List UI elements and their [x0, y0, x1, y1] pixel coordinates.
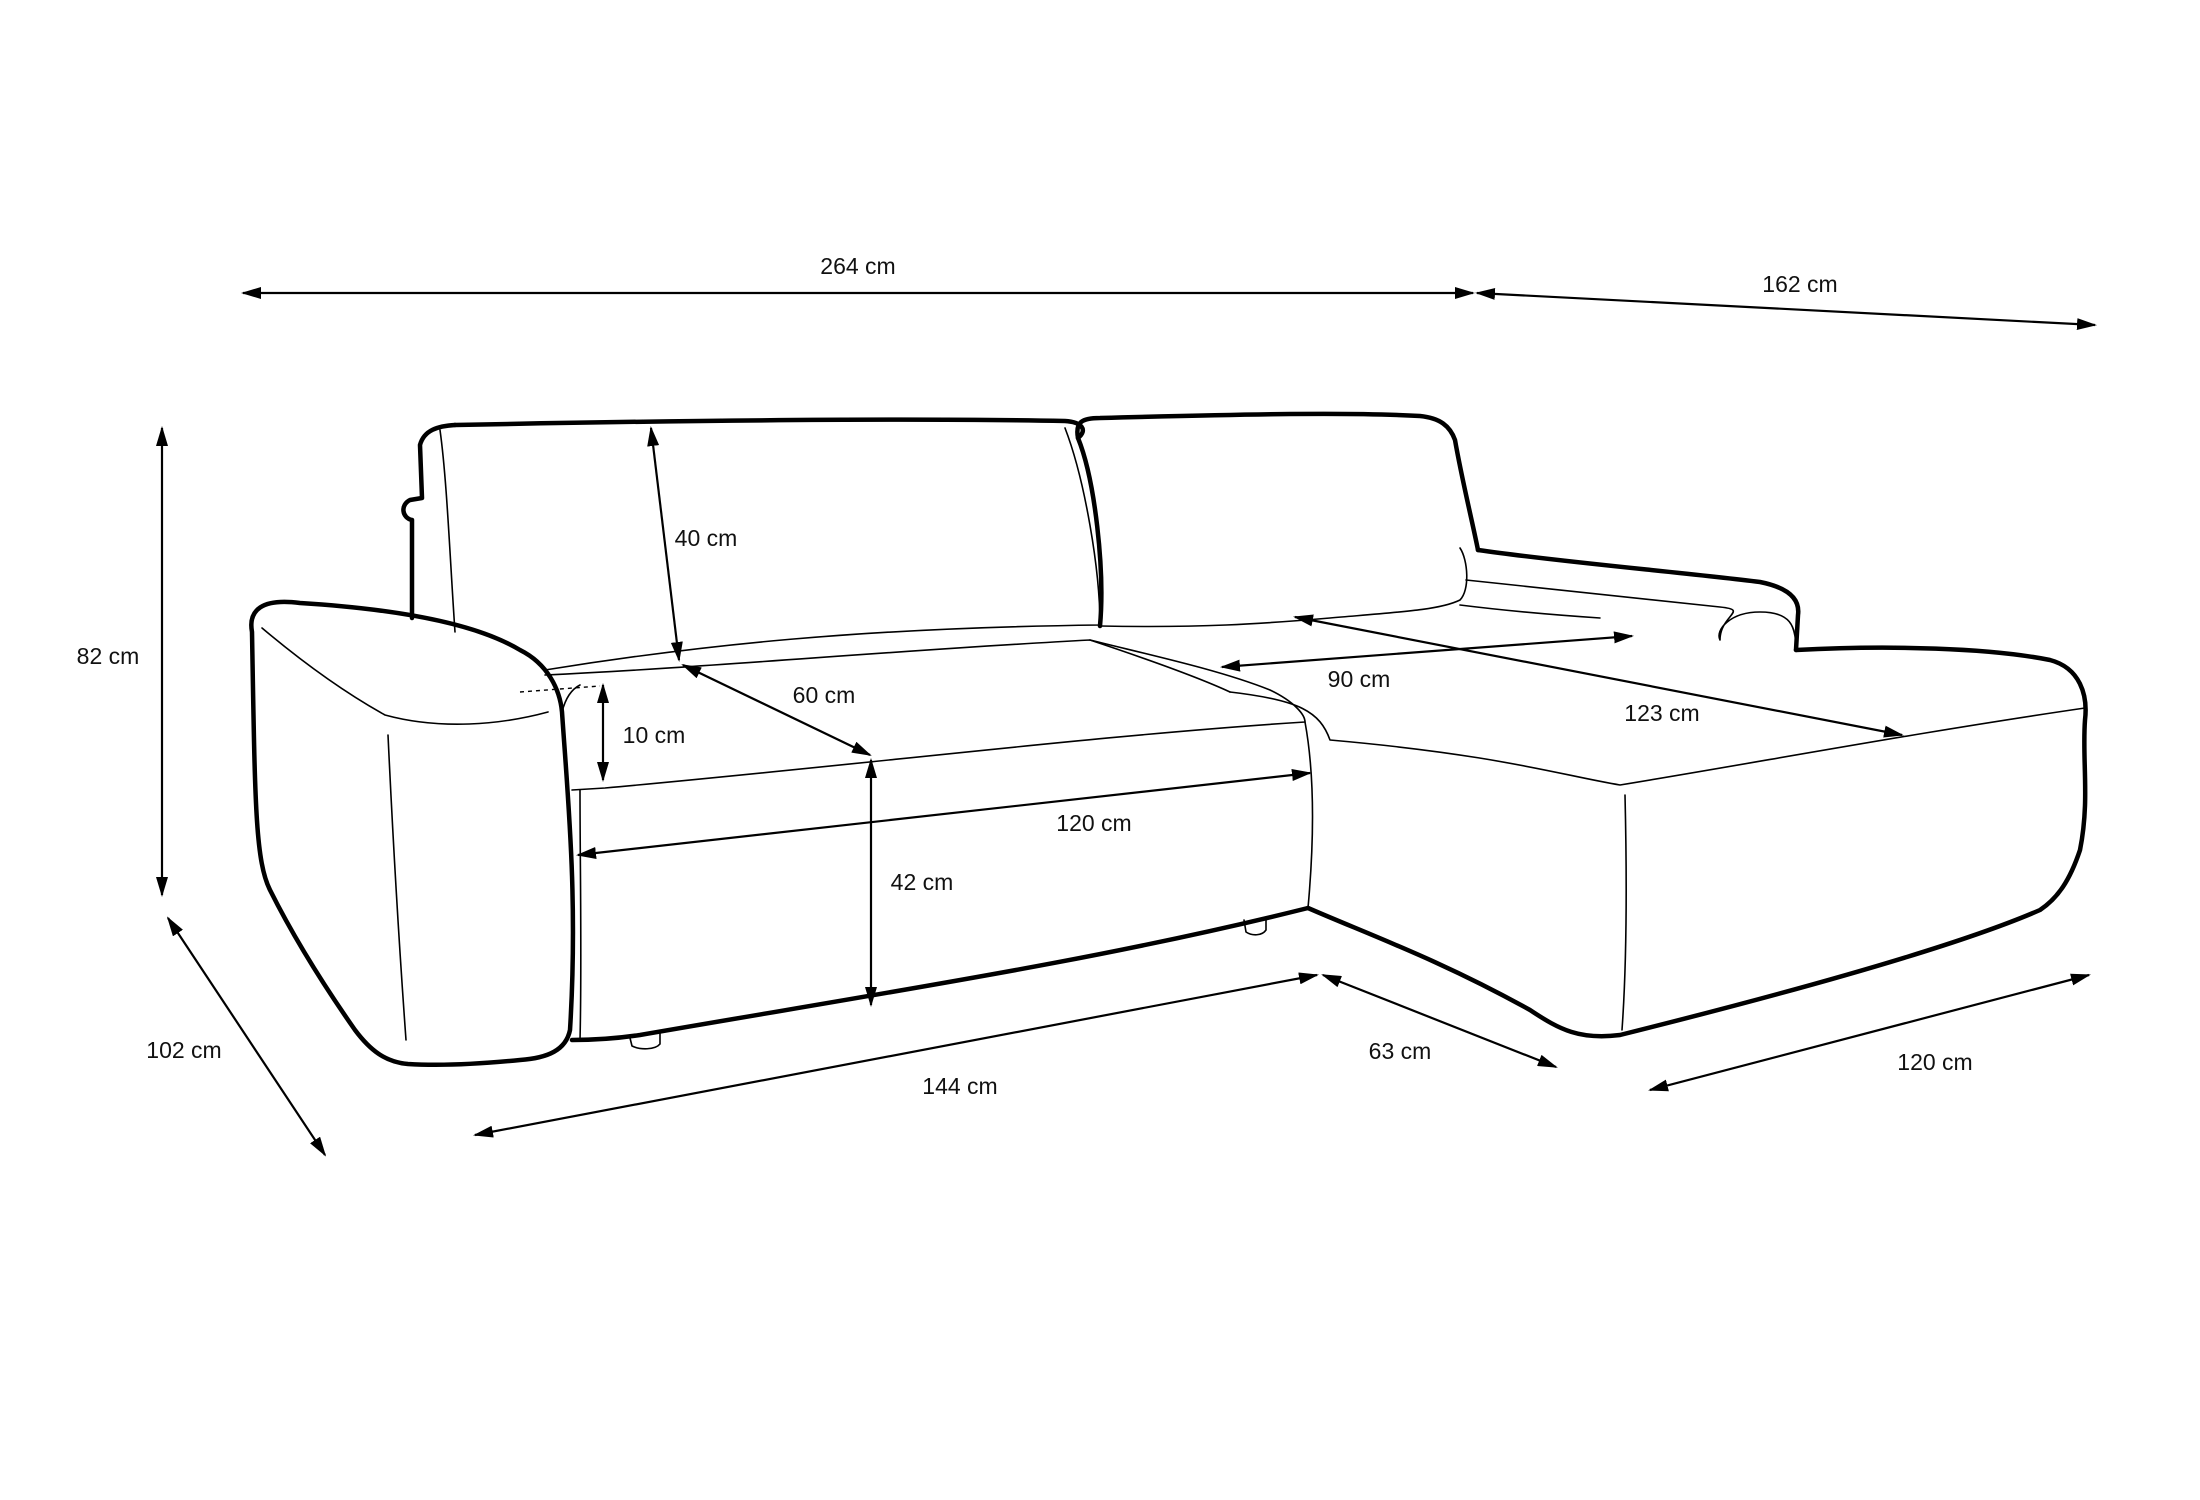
dim-line-102: [166, 916, 327, 1157]
dim-line-60: [681, 664, 872, 756]
dim-line-40: [647, 426, 683, 662]
left-backrest: [452, 417, 1104, 629]
right-backrest: [1075, 411, 1481, 553]
seat-cushion: [544, 639, 1306, 791]
dim-line-120-chaise: [1648, 973, 2091, 1092]
sofa-drawing: [249, 411, 2088, 1068]
left-armrest-top-edge: [261, 627, 549, 725]
label-seat-width: 120 cm: [1056, 810, 1131, 836]
dim-line-63: [1321, 973, 1558, 1069]
left-armrest-inner-edge: [561, 684, 581, 713]
label-armrest-gap: 63 cm: [1369, 1038, 1432, 1064]
left-armrest: [249, 599, 576, 1068]
sofa-base-panel: [579, 789, 582, 1041]
label-height: 82 cm: [77, 643, 140, 669]
label-total-width: 264 cm: [820, 253, 895, 279]
cushion-thickness-leader: [519, 685, 601, 693]
dimension-labels: 264 cm 162 cm 82 cm 102 cm 40 cm 60 cm 1…: [77, 253, 1973, 1099]
sofa-foot-right: [1243, 917, 1267, 936]
chaise-front-seam: [1621, 794, 1628, 1031]
label-chaise-inner-width: 90 cm: [1328, 666, 1391, 692]
chaise-left-seam: [1304, 721, 1314, 909]
dim-line-144: [473, 972, 1319, 1138]
label-base-length: 144 cm: [922, 1073, 997, 1099]
label-depth: 102 cm: [146, 1037, 221, 1063]
label-seat-depth: 60 cm: [793, 682, 856, 708]
label-seat-height: 42 cm: [891, 869, 954, 895]
dimension-lines: [156, 287, 2097, 1157]
left-backrest-cushion: [439, 427, 1101, 671]
label-chaise-width: 120 cm: [1897, 1049, 1972, 1075]
chaise-backrest: [1475, 547, 1801, 653]
seat-cushion-divider: [1089, 639, 1231, 693]
right-backrest-cushion: [1099, 547, 1468, 628]
left-armrest-front-seam: [387, 734, 407, 1041]
left-back-frame: [401, 422, 458, 621]
label-cushion-thickness: 10 cm: [623, 722, 686, 748]
label-backrest-height: 40 cm: [675, 525, 738, 551]
dim-line-120-seat: [576, 769, 1312, 859]
label-chaise-seat-length: 123 cm: [1624, 700, 1699, 726]
chaise-backrest-cushion: [1459, 579, 1797, 651]
dim-line-123: [1293, 614, 1904, 738]
sofa-base-front: [569, 905, 1311, 1043]
dim-line-90: [1220, 631, 1634, 672]
dim-line-162: [1475, 287, 2097, 331]
label-chaise-length: 162 cm: [1762, 271, 1837, 297]
